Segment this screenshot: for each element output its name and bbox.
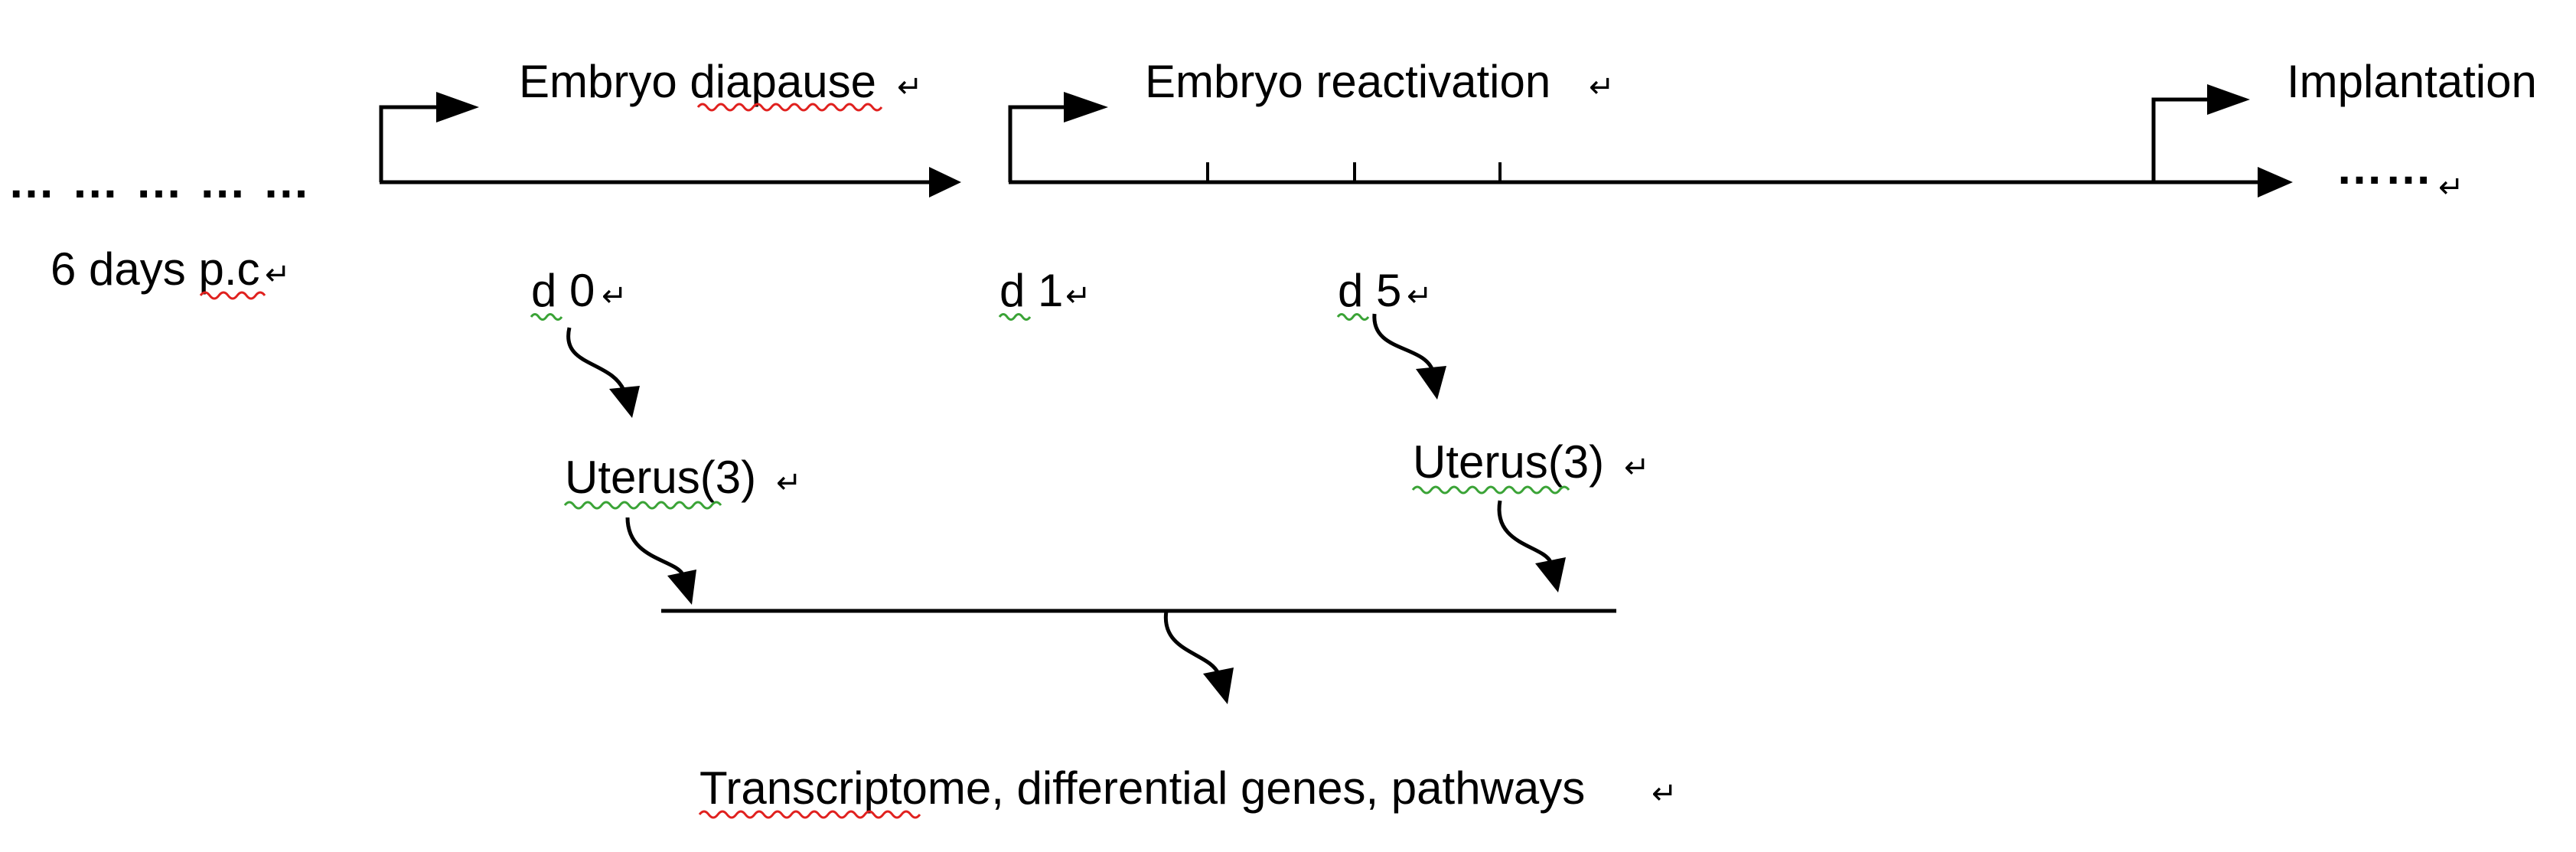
- curved-arrow-uterus-left-arrowhead-icon: [667, 570, 696, 605]
- implantation-stage: Implantation …… ↵: [2151, 56, 2537, 204]
- reactivation-stage: Embryo reactivation ↵: [1008, 56, 2293, 197]
- uterus-sample-day5: Uterus(3): [1413, 436, 1604, 488]
- formatting-mark-icon: ↵: [1652, 777, 1678, 811]
- diapause-spell-underline: [696, 103, 883, 112]
- curved-arrow-d5-arrowhead-icon: [1416, 366, 1446, 400]
- curved-arrow-uterus-right-arrowhead-icon: [1535, 557, 1566, 592]
- curved-arrow-uterus-right-to-bar-icon: [1497, 500, 1553, 563]
- timeline-trailing-ellipsis: ……: [2336, 142, 2434, 194]
- formatting-mark-icon: ↵: [776, 466, 802, 500]
- formatting-mark-icon: ↵: [602, 279, 628, 313]
- day-label-d0: d 0: [531, 265, 595, 316]
- stage-label-diapause: Embryo diapause: [519, 56, 876, 107]
- formatting-mark-icon: ↵: [2438, 171, 2464, 204]
- diapause-start-arrowhead-icon: [436, 92, 479, 122]
- start-day-label: 6 days p.c: [51, 243, 260, 295]
- day-label-d5: d 5: [1338, 265, 1401, 316]
- curved-arrow-d0-to-uterus-icon: [566, 327, 627, 393]
- reactivation-start-arrowhead-icon: [1064, 92, 1108, 122]
- grammar-underline: [530, 313, 563, 321]
- formatting-mark-icon: ↵: [1065, 279, 1091, 313]
- formatting-mark-icon: ↵: [1589, 70, 1615, 104]
- diapause-start-bent-arrow-icon: [379, 105, 436, 182]
- curved-arrow-uterus-left-to-bar-icon: [625, 517, 685, 576]
- implantation-start-bent-arrow-icon: [2151, 97, 2207, 182]
- stage-label-implantation: Implantation: [2287, 56, 2537, 107]
- grammar-underline: [563, 501, 722, 510]
- spell-underline: [698, 810, 921, 819]
- curved-arrow-d0-arrowhead-icon: [609, 386, 640, 418]
- grammar-underline: [1336, 313, 1370, 321]
- timeline-axis-reactivation-arrowhead-icon: [2258, 167, 2293, 197]
- spell-underline: [199, 291, 266, 300]
- grammar-underline: [998, 313, 1032, 321]
- curved-arrow-outcome-arrowhead-icon: [1203, 668, 1234, 704]
- formatting-mark-icon: ↵: [265, 258, 291, 292]
- day-label-d1: d 1: [999, 265, 1063, 316]
- outcome-label: Transcriptome, differential genes, pathw…: [699, 762, 1585, 814]
- curved-arrow-bar-to-outcome-icon: [1163, 610, 1221, 675]
- uterus-sample-day0: Uterus(3): [565, 452, 756, 503]
- formatting-mark-icon: ↵: [1407, 279, 1433, 313]
- timeline-axis-diapause-arrowhead-icon: [929, 167, 961, 197]
- timeline-leading-ellipsis: … … … … …: [8, 155, 311, 208]
- diapause-stage: Embryo diapause ↵: [379, 56, 961, 197]
- curved-arrow-d5-to-uterus-icon: [1372, 313, 1435, 372]
- formatting-mark-icon: ↵: [897, 70, 923, 104]
- implantation-start-arrowhead-icon: [2207, 84, 2250, 115]
- stage-label-reactivation: Embryo reactivation: [1145, 56, 1550, 107]
- reactivation-start-bent-arrow-icon: [1008, 105, 1064, 182]
- formatting-mark-icon: ↵: [1624, 451, 1650, 485]
- grammar-underline: [1411, 485, 1570, 495]
